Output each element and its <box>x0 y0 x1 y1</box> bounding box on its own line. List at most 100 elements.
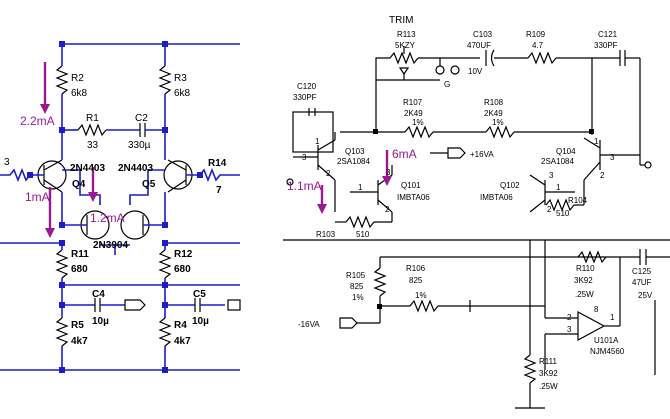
r3-value: 6k8 <box>174 88 191 99</box>
r12-value: 680 <box>174 264 191 275</box>
c120-value: 330PF <box>293 93 317 102</box>
r12-ref: R12 <box>174 249 193 260</box>
q101-pin-3: 3 <box>386 168 391 177</box>
r104-ref: R104 <box>568 196 588 205</box>
r12-resistor <box>158 249 172 279</box>
q4-part: 2N4403 <box>70 163 105 174</box>
r11-value: 680 <box>71 264 88 275</box>
r107-value: 2K49 <box>404 109 423 118</box>
c5-value: 10µ <box>192 316 209 327</box>
u101-pin-2: 2 <box>567 313 572 322</box>
r109-resistor <box>527 51 557 65</box>
r4-value: 4k7 <box>174 336 191 347</box>
q103-ref: Q103 <box>345 147 365 156</box>
c4-ref: C4 <box>92 289 105 300</box>
c4-value: 10µ <box>92 316 109 327</box>
r110-value: 3K92 <box>574 276 593 285</box>
c125-ref: C125 <box>632 267 652 276</box>
q101-pin-2: 2 <box>385 205 390 214</box>
r113-value: 5KZY <box>395 41 416 50</box>
q104-pin-3: 3 <box>610 153 615 162</box>
r107-resistor <box>404 125 434 139</box>
c5-ref: C5 <box>193 289 206 300</box>
q103-pin-2: 2 <box>326 169 331 178</box>
neg16va-port <box>339 317 358 329</box>
r107-tol: 1% <box>412 118 424 127</box>
c121-value: 330PF <box>594 41 618 50</box>
annotation-current-r2: 2.2mA <box>20 114 55 128</box>
r3-resistor <box>158 65 172 95</box>
u101-pin-8: 8 <box>594 305 599 314</box>
r110-ref: R110 <box>576 264 595 273</box>
q103-pin-3: 3 <box>302 153 307 162</box>
r5-ref: R5 <box>71 320 84 331</box>
c125-value: 47UF <box>632 278 652 287</box>
trim-label: TRIM <box>389 15 413 26</box>
u101-part: NJM4560 <box>590 347 625 356</box>
u101-opamp <box>577 310 606 342</box>
r13-ref: 3 <box>4 157 10 168</box>
r5-value: 4k7 <box>71 336 88 347</box>
neg16va-label: -16VA <box>298 320 320 329</box>
r105-ref: R105 <box>346 271 366 280</box>
c125-voltage: 25V <box>638 291 653 300</box>
q-mid-part: 2N3904 <box>93 240 128 251</box>
annotation-current-q4q5: 1.2mA <box>90 211 125 225</box>
q104-pin-2: 2 <box>600 171 605 180</box>
q5-ref: Q5 <box>142 179 156 190</box>
q102-ref: Q102 <box>500 181 520 190</box>
r1-ref: R1 <box>86 113 99 124</box>
r106-resistor <box>409 299 439 313</box>
r14-ref: R14 <box>208 158 227 169</box>
r109-ref: R109 <box>526 30 546 39</box>
q101-pin-1: 1 <box>358 183 363 192</box>
c5-output-port <box>227 299 241 311</box>
q102-part: IMBTA06 <box>480 193 513 202</box>
annotation-current-q4: 1mA <box>25 190 50 204</box>
input-node <box>286 178 294 186</box>
c120-frame <box>292 111 334 153</box>
r111-power: .25W <box>539 382 558 391</box>
r108-value: 2K49 <box>484 109 503 118</box>
r105-value: 825 <box>350 282 364 291</box>
r105-tol: 1% <box>352 293 364 302</box>
q4-ref: Q4 <box>72 179 86 190</box>
q104-ref: Q104 <box>556 147 576 156</box>
q103-part: 2SA1084 <box>337 157 370 166</box>
r11-ref: R11 <box>71 249 89 260</box>
r104-resistor <box>545 198 575 212</box>
r108-tol: 1% <box>492 118 504 127</box>
r2-resistor <box>55 65 69 95</box>
q103-pin-1: 1 <box>315 137 320 146</box>
r113-ref: R113 <box>397 30 416 39</box>
r14-value: 7 <box>216 185 222 196</box>
q102-pin-3: 3 <box>549 171 554 180</box>
r103-ref: R103 <box>316 230 336 239</box>
r111-resistor <box>523 354 537 384</box>
ground-g-label: G <box>444 80 450 89</box>
pos16va-label: +16VA <box>470 150 494 159</box>
c2-value: 330µ <box>128 140 151 151</box>
r108-ref: R108 <box>484 98 504 107</box>
u101-pin-3: 3 <box>567 325 572 334</box>
r1-value: 33 <box>87 140 99 151</box>
r1-resistor <box>77 123 107 137</box>
r11-resistor <box>55 249 69 279</box>
right-schematic: TRIM R113 5KZY C103 470UF 10V R109 4.7 C… <box>283 15 670 409</box>
c103-ref: C103 <box>473 30 493 39</box>
q102-pin-2: 2 <box>547 205 552 214</box>
pos16va-port <box>447 147 466 159</box>
q101-part: IMBTA06 <box>397 193 430 202</box>
r3-ref: R3 <box>174 73 187 84</box>
c2-ref: C2 <box>135 113 148 124</box>
c121-ref: C121 <box>598 30 618 39</box>
c103-value: 470UF <box>467 41 491 50</box>
output-node <box>644 161 652 169</box>
r110-resistor <box>577 250 607 264</box>
q101-ref: Q101 <box>401 181 421 190</box>
q5-part: 2N4403 <box>118 163 153 174</box>
c120-ref: C120 <box>297 82 317 91</box>
r104-value: 510 <box>556 209 570 218</box>
